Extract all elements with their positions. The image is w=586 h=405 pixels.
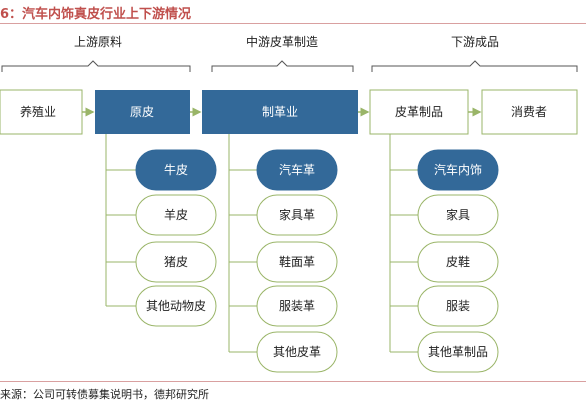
leather-type-node xyxy=(256,194,338,236)
figure-title: 6：汽车内饰真皮行业上下游情况 xyxy=(0,7,192,22)
leather-type-node xyxy=(256,241,338,283)
product-type-node-label: 家具 xyxy=(446,207,470,222)
product-type-node-label: 皮鞋 xyxy=(446,254,470,269)
product-type-node xyxy=(417,331,499,373)
node-raw-hide-label: 原皮 xyxy=(130,105,154,119)
leather-type-node xyxy=(256,149,338,191)
stage-label-midstream: 中游皮革制造 xyxy=(246,34,318,49)
leather-type-node-label: 其他皮革 xyxy=(273,345,321,359)
product-type-node xyxy=(417,194,499,236)
source-note: 来源：公司可转债募集说明书，德邦研究所 xyxy=(0,388,209,401)
raw-hide-type-node xyxy=(135,194,217,236)
node-tannery-label: 制革业 xyxy=(262,105,298,119)
leather-type-node xyxy=(256,285,338,327)
source-rule xyxy=(0,381,586,382)
raw-hide-type-node-label: 其他动物皮 xyxy=(146,299,206,313)
stage-label-upstream: 上游原料 xyxy=(74,35,122,49)
node-tannery xyxy=(202,90,358,134)
product-type-node xyxy=(417,285,499,327)
brace-upstream xyxy=(1,60,191,72)
node-leather-products xyxy=(369,89,469,135)
node-consumer xyxy=(481,89,578,135)
raw-hide-type-node xyxy=(135,241,217,283)
stage-label-downstream: 下游成品 xyxy=(451,35,499,49)
leather-type-node-label: 服装革 xyxy=(279,299,315,313)
raw-hide-type-node xyxy=(135,149,217,191)
leather-type-node xyxy=(256,331,338,373)
product-type-node xyxy=(417,149,499,191)
leather-type-node-label: 家具革 xyxy=(279,207,315,222)
product-type-node-label: 服装 xyxy=(446,299,470,313)
node-consumer-label: 消费者 xyxy=(511,105,547,119)
product-type-node-label: 汽车内饰 xyxy=(434,162,482,177)
node-leather-products-label: 皮革制品 xyxy=(395,105,443,119)
product-type-node-label: 其他革制品 xyxy=(428,345,488,359)
node-raw-hide xyxy=(95,90,190,134)
raw-hide-type-node xyxy=(135,285,217,327)
leather-type-node-label: 汽车革 xyxy=(279,162,315,177)
brace-midstream xyxy=(211,60,354,72)
raw-hide-type-node-label: 牛皮 xyxy=(164,162,188,177)
raw-hide-type-node-label: 猪皮 xyxy=(164,255,188,269)
node-breeding-label: 养殖业 xyxy=(20,104,56,119)
raw-hide-type-node-label: 羊皮 xyxy=(164,207,188,222)
product-type-node xyxy=(417,241,499,283)
brace-downstream xyxy=(371,60,578,72)
title-rule xyxy=(0,23,586,24)
leather-type-node-label: 鞋面革 xyxy=(279,254,315,269)
